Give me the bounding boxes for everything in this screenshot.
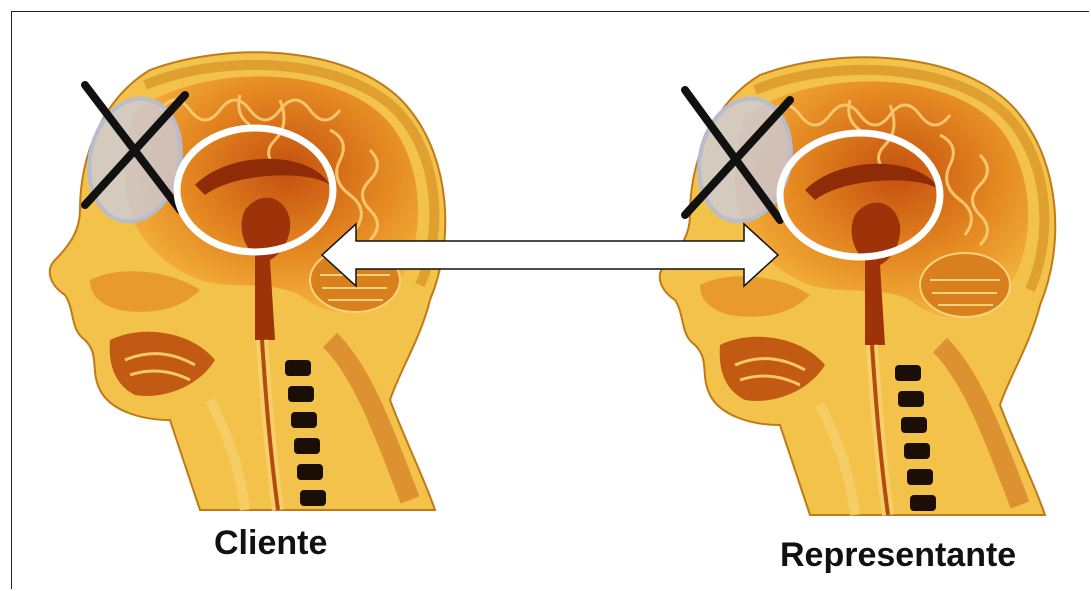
left-brain-section-icon [30, 40, 460, 520]
caption-representante: Representante [780, 536, 1016, 575]
caption-cliente: Cliente [214, 524, 327, 563]
right-brain-section-icon [640, 45, 1070, 525]
